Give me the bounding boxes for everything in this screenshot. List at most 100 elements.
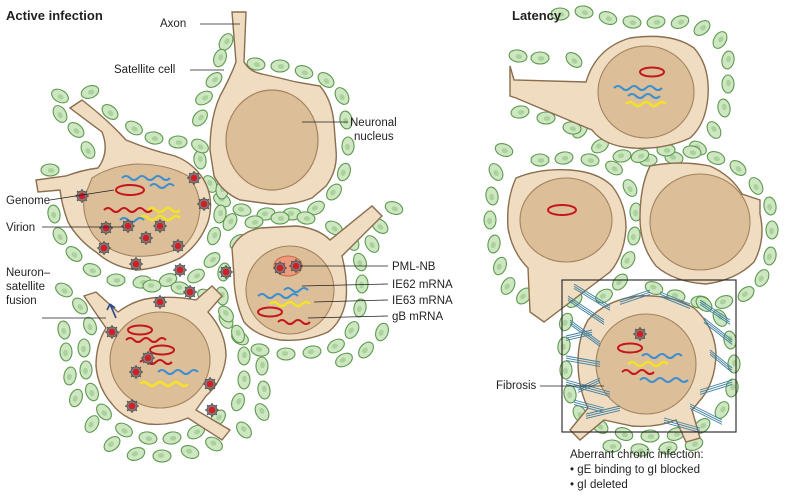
viral-genome-episome [257, 306, 283, 318]
satellite-cell [49, 224, 71, 248]
neuron-latent-left [506, 168, 627, 323]
gb-mrna [277, 319, 311, 325]
ie63-mrna [139, 214, 181, 222]
viral-genome-episome [639, 66, 665, 78]
fibrosis-strand [565, 359, 601, 367]
ie62-leader [301, 283, 389, 287]
pml-nb-label: PML-NB [392, 261, 436, 273]
fibrosis-strand [565, 355, 601, 363]
satellite-cell [507, 47, 529, 65]
fibrosis-strand [569, 319, 601, 343]
fusion-label-3: fusion [6, 295, 37, 307]
satellite-cell [715, 97, 733, 119]
fibrosis-strand [565, 333, 593, 341]
satellite-cell [184, 265, 208, 287]
caption-line-1: Aberrant chronic infection: [570, 449, 704, 461]
neuron-infected-bottom [82, 285, 232, 441]
satellite-cell [530, 153, 550, 167]
satellite-cell [79, 360, 93, 380]
neuron-infected-right [231, 205, 383, 342]
fibrosis-strand [573, 283, 611, 307]
satellite-cell [80, 314, 100, 338]
satellite-cell [292, 62, 316, 82]
satellite-cell [270, 211, 290, 225]
fibrosis-strand [663, 421, 701, 433]
satellite-cell [553, 149, 575, 167]
satellite-cell [270, 59, 290, 73]
caption-line-2: • gE binding to gI blocked [570, 464, 700, 476]
satellite-cell [619, 176, 641, 200]
satellite-cell [690, 17, 714, 39]
satellite-cell [355, 338, 377, 362]
satellite-cell [719, 49, 737, 71]
satellite-cell [82, 380, 102, 404]
fibrosis-strand [659, 295, 691, 309]
satellite-cell [324, 335, 348, 357]
ie63-mrna [627, 360, 669, 368]
neuronal-nucleus-label-1: Neuronal [350, 117, 397, 129]
ie62-mrna-label: IE62 mRNA [392, 279, 453, 291]
satellite-cell [490, 254, 510, 278]
fibrosis-strand [619, 291, 651, 303]
fibrosis-strand [709, 354, 733, 373]
satellite-cell [485, 233, 503, 255]
fusion-label-1: Neuron– [6, 267, 51, 279]
satellite-cell [66, 386, 86, 410]
satellite-cell [668, 12, 692, 32]
satellite-cell [334, 160, 354, 184]
satellite-cell [573, 3, 595, 21]
satellite-cell [255, 379, 273, 401]
satellite-cell [61, 365, 79, 387]
ie62-mrna [639, 377, 689, 383]
satellite-cell [579, 151, 601, 169]
caption-line-3: • gI deleted [570, 479, 628, 491]
fibrosis-strand [569, 321, 601, 345]
neuron-latent-right [639, 162, 763, 285]
neuron-infected-left [35, 99, 212, 271]
gb-leader [307, 315, 389, 319]
fibrosis-strand [573, 401, 605, 411]
satellite-cell [765, 220, 779, 240]
fibrosis-strand [699, 299, 731, 321]
fibrosis-strand [709, 349, 733, 369]
fibrosis-strand [619, 293, 651, 305]
satellite-cell [382, 198, 406, 218]
satellite-cell [178, 442, 202, 462]
fibrosis-strand [703, 319, 733, 343]
satellite-cell [249, 341, 271, 359]
ie62-mrna [627, 93, 661, 99]
satellite-cell [77, 138, 99, 162]
satellite-cell [152, 449, 172, 463]
ie62-mrna [613, 85, 663, 91]
satellite-cell [49, 102, 71, 126]
satellite-cell-label: Satellite cell [114, 64, 175, 76]
ie62-mrna [283, 287, 309, 293]
satellite-cell [168, 135, 188, 149]
satellite-cell [124, 444, 148, 464]
fibrosis-strand [567, 297, 605, 323]
satellite-cell [80, 260, 104, 280]
satellite-cell [237, 346, 251, 366]
satellite-cell [734, 283, 758, 305]
satellite-cell [210, 46, 230, 70]
ie63-mrna [625, 100, 667, 108]
viral-genome-episome [617, 342, 643, 354]
neuronal-nucleus [225, 89, 319, 191]
satellite-cell [483, 185, 501, 207]
neuron-latent-top [509, 35, 709, 149]
fusion-arrow [106, 303, 117, 319]
satellite-cell [562, 49, 586, 71]
gb-mrna [125, 337, 167, 343]
satellite-cell [52, 279, 76, 301]
ie63-mrna [147, 206, 181, 214]
satellite-cell [350, 250, 370, 274]
satellite-cell [122, 117, 146, 139]
satellite-cell [48, 85, 72, 107]
fibrosis-strands [565, 283, 733, 433]
fibrosis-strand [619, 289, 651, 301]
ie63-leader [313, 299, 389, 303]
satellite-cell [703, 118, 725, 142]
fibrosis-strand [659, 291, 691, 305]
fusion-label-2: satellite [6, 281, 45, 293]
